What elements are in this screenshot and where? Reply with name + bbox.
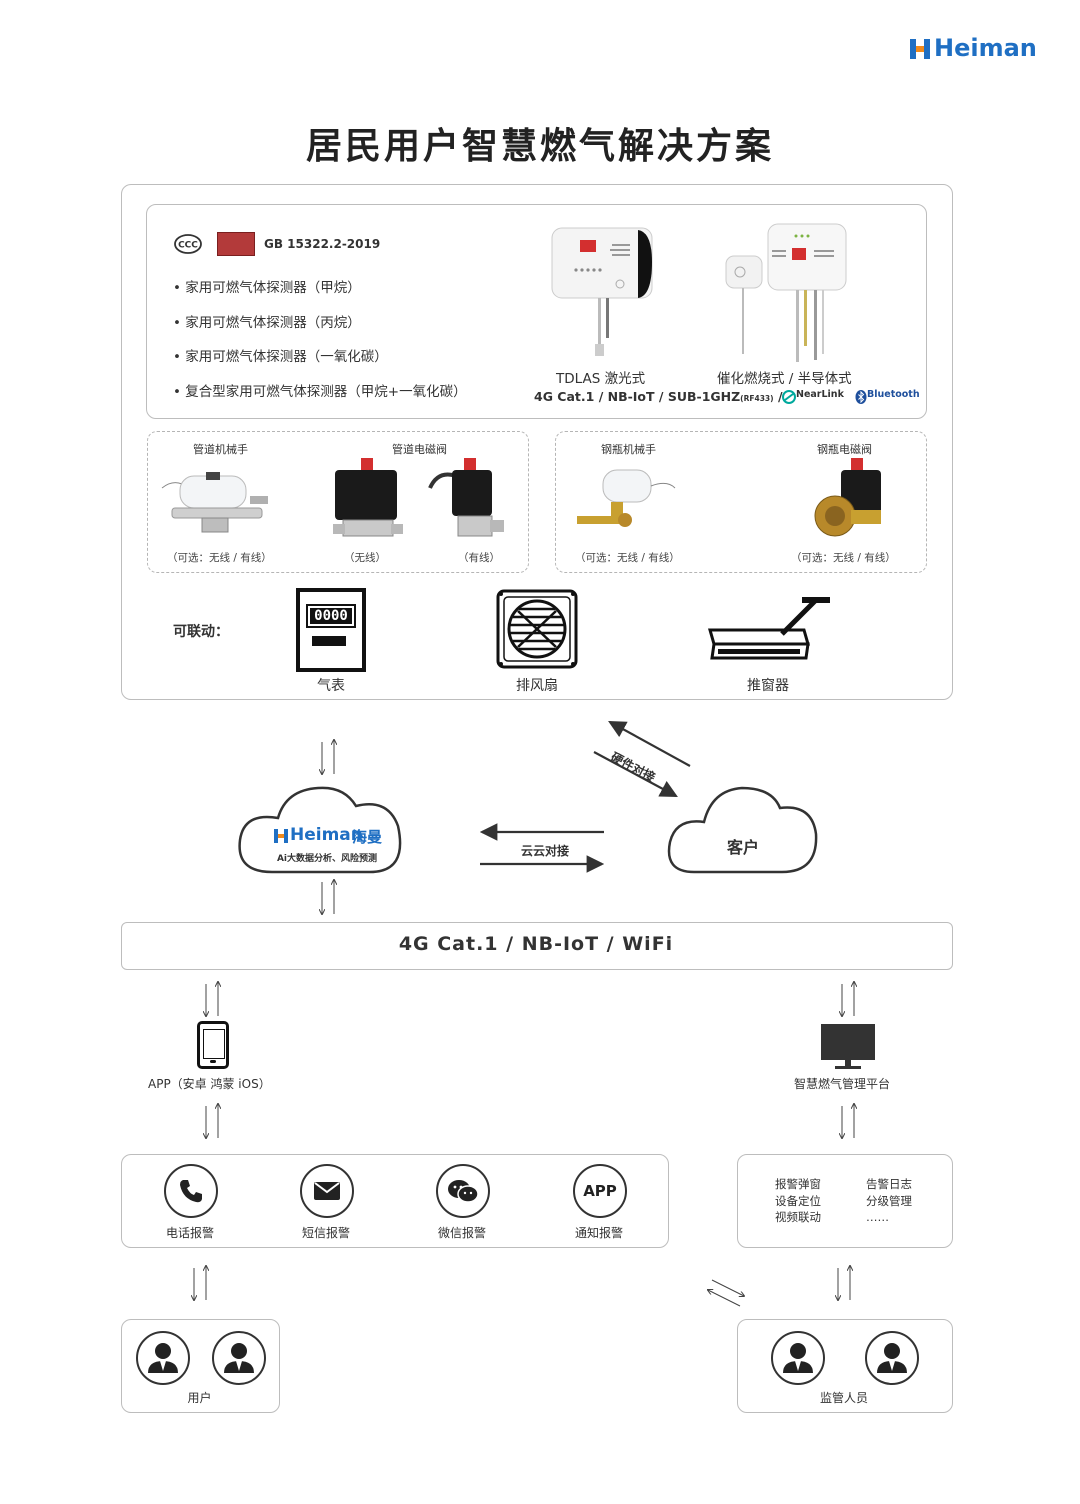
list-item: • 家用可燃气体探测器（丙烷） [173,315,361,331]
protocol-line: 4G Cat.1 / NB-IoT / SUB-1GHZ(RF433) / [534,389,783,404]
supervisor-avatar-icon [865,1331,919,1385]
cylinder-solenoid-label: 钢瓶电磁阀 [817,443,872,456]
list-item: • 复合型家用可燃气体探测器（甲烷+一氧化碳） [173,384,467,400]
pipe-valve-panel [147,431,529,573]
page-title: 居民用户智慧燃气解决方案 [305,126,774,167]
network-label: 4G Cat.1 / NB-IoT / WiFi [398,933,674,955]
phone-device-icon [197,1021,229,1069]
pipe-manipulator-image [161,470,272,544]
nearlink-logo: NearLink [782,389,844,408]
protocol-sub: (RF433) [740,394,774,403]
certificate-stamp-icon [217,232,255,256]
window-opener-label: 推窗器 [747,678,789,694]
features-right-column: 告警日志 分级管理 …… [866,1176,912,1226]
window-opener-icon [706,594,836,670]
customer-label: 客户 [726,838,759,857]
alert-label-wechat: 微信报警 [437,1226,486,1240]
cylinder-manipulator-label: 钢瓶机械手 [601,443,656,456]
phone-icon [164,1164,218,1218]
customer-cloud-shape [667,786,818,874]
exhaust-fan-label: 排风扇 [516,678,558,694]
wechat-icon [436,1164,490,1218]
pipe-manipulator-label: 管道机械手 [193,443,248,456]
catalytic-label: 催化燃烧式 / 半导体式 [717,371,852,387]
users-label: 用户 [187,1391,212,1405]
feature-item: 视频联动 [775,1210,821,1224]
tdlas-detector-image [551,226,662,370]
alert-label-app: 通知报警 [574,1226,623,1240]
pipe-caption-3: （有线） [458,552,500,564]
monitor-icon [821,1024,877,1076]
heiman-logo-icon [910,39,930,59]
supervisor-avatar-icon [771,1331,825,1385]
ccc-cert-icon: CCC [173,233,203,259]
cylinder-valve-panel [555,431,927,573]
list-item: • 家用可燃气体探测器（甲烷） [173,280,361,296]
features-left-column: 报警弹窗 设备定位 视频联动 [775,1176,821,1226]
heiman-cloud-subtitle: Ai大数据分析、风险预测 [276,854,378,864]
catalytic-detector-image [722,222,852,371]
app-icon-glyph: APP [583,1182,617,1200]
user-avatar-icon [212,1331,266,1385]
feature-item: 分级管理 [866,1193,912,1208]
heiman-logo-icon [274,829,288,843]
brand-logo: Heiman [910,34,1037,65]
protocol-text: 4G Cat.1 / NB-IoT / SUB-1GHZ [534,389,741,404]
linkage-label: 可联动： [173,624,229,640]
cylinder-solenoid-image [805,458,890,547]
bluetooth-logo: Bluetooth [855,389,920,408]
heiman-cloud-cn: 海曼 [352,828,383,846]
pipe-solenoid-label: 管道电磁阀 [392,443,447,456]
heiman-cloud-logo: Heiman 海曼 [274,825,382,848]
app-icon: APP [573,1164,627,1218]
alert-label-sms: 短信报警 [301,1226,350,1240]
cylinder-manipulator-image [575,466,685,540]
svg-text:CCC: CCC [178,241,198,251]
protocol-slash: / [777,389,783,404]
list-item: • 家用可燃气体探测器（一氧化碳） [173,349,388,365]
cylinder-caption-1: （可选：无线 / 有线） [575,552,680,564]
pipe-caption-2: （无线） [344,552,386,564]
tdlas-label: TDLAS 激光式 [556,371,646,387]
pipe-solenoid-wireless-image [333,458,403,547]
nearlink-text: NearLink [796,389,844,400]
logo-text: Heiman [934,34,1037,62]
heiman-cloud-shape [238,786,402,874]
alert-label-phone: 电话报警 [165,1226,214,1240]
gas-meter-icon: 0000 [296,588,366,672]
nearlink-icon [782,390,796,404]
pipe-caption-1: （可选：无线 / 有线） [167,552,272,564]
standard-label: GB 15322.2-2019 [264,237,381,251]
feature-item: …… [866,1210,889,1224]
feature-item: 报警弹窗 [775,1177,821,1191]
supervisors-label: 监管人员 [819,1391,868,1405]
pipe-solenoid-wired-image [428,458,508,547]
cylinder-caption-2: （可选：无线 / 有线） [791,552,896,564]
platform-label: 智慧燃气管理平台 [794,1077,891,1091]
bluetooth-icon [855,390,867,404]
bluetooth-text: Bluetooth [867,389,920,400]
gas-meter-label: 气表 [317,678,345,694]
mail-icon [300,1164,354,1218]
platform-features-panel [737,1154,953,1248]
meter-display: 0000 [306,604,356,628]
feature-item: 告警日志 [866,1177,912,1191]
heiman-cloud-text: Heiman [290,825,363,845]
user-avatar-icon [136,1331,190,1385]
cloud-link-label: 云云对接 [520,844,569,858]
exhaust-fan-icon [496,589,578,673]
feature-item: 设备定位 [775,1193,821,1208]
network-bar [121,922,953,970]
app-label: APP（安卓 鸿蒙 iOS） [148,1077,271,1091]
